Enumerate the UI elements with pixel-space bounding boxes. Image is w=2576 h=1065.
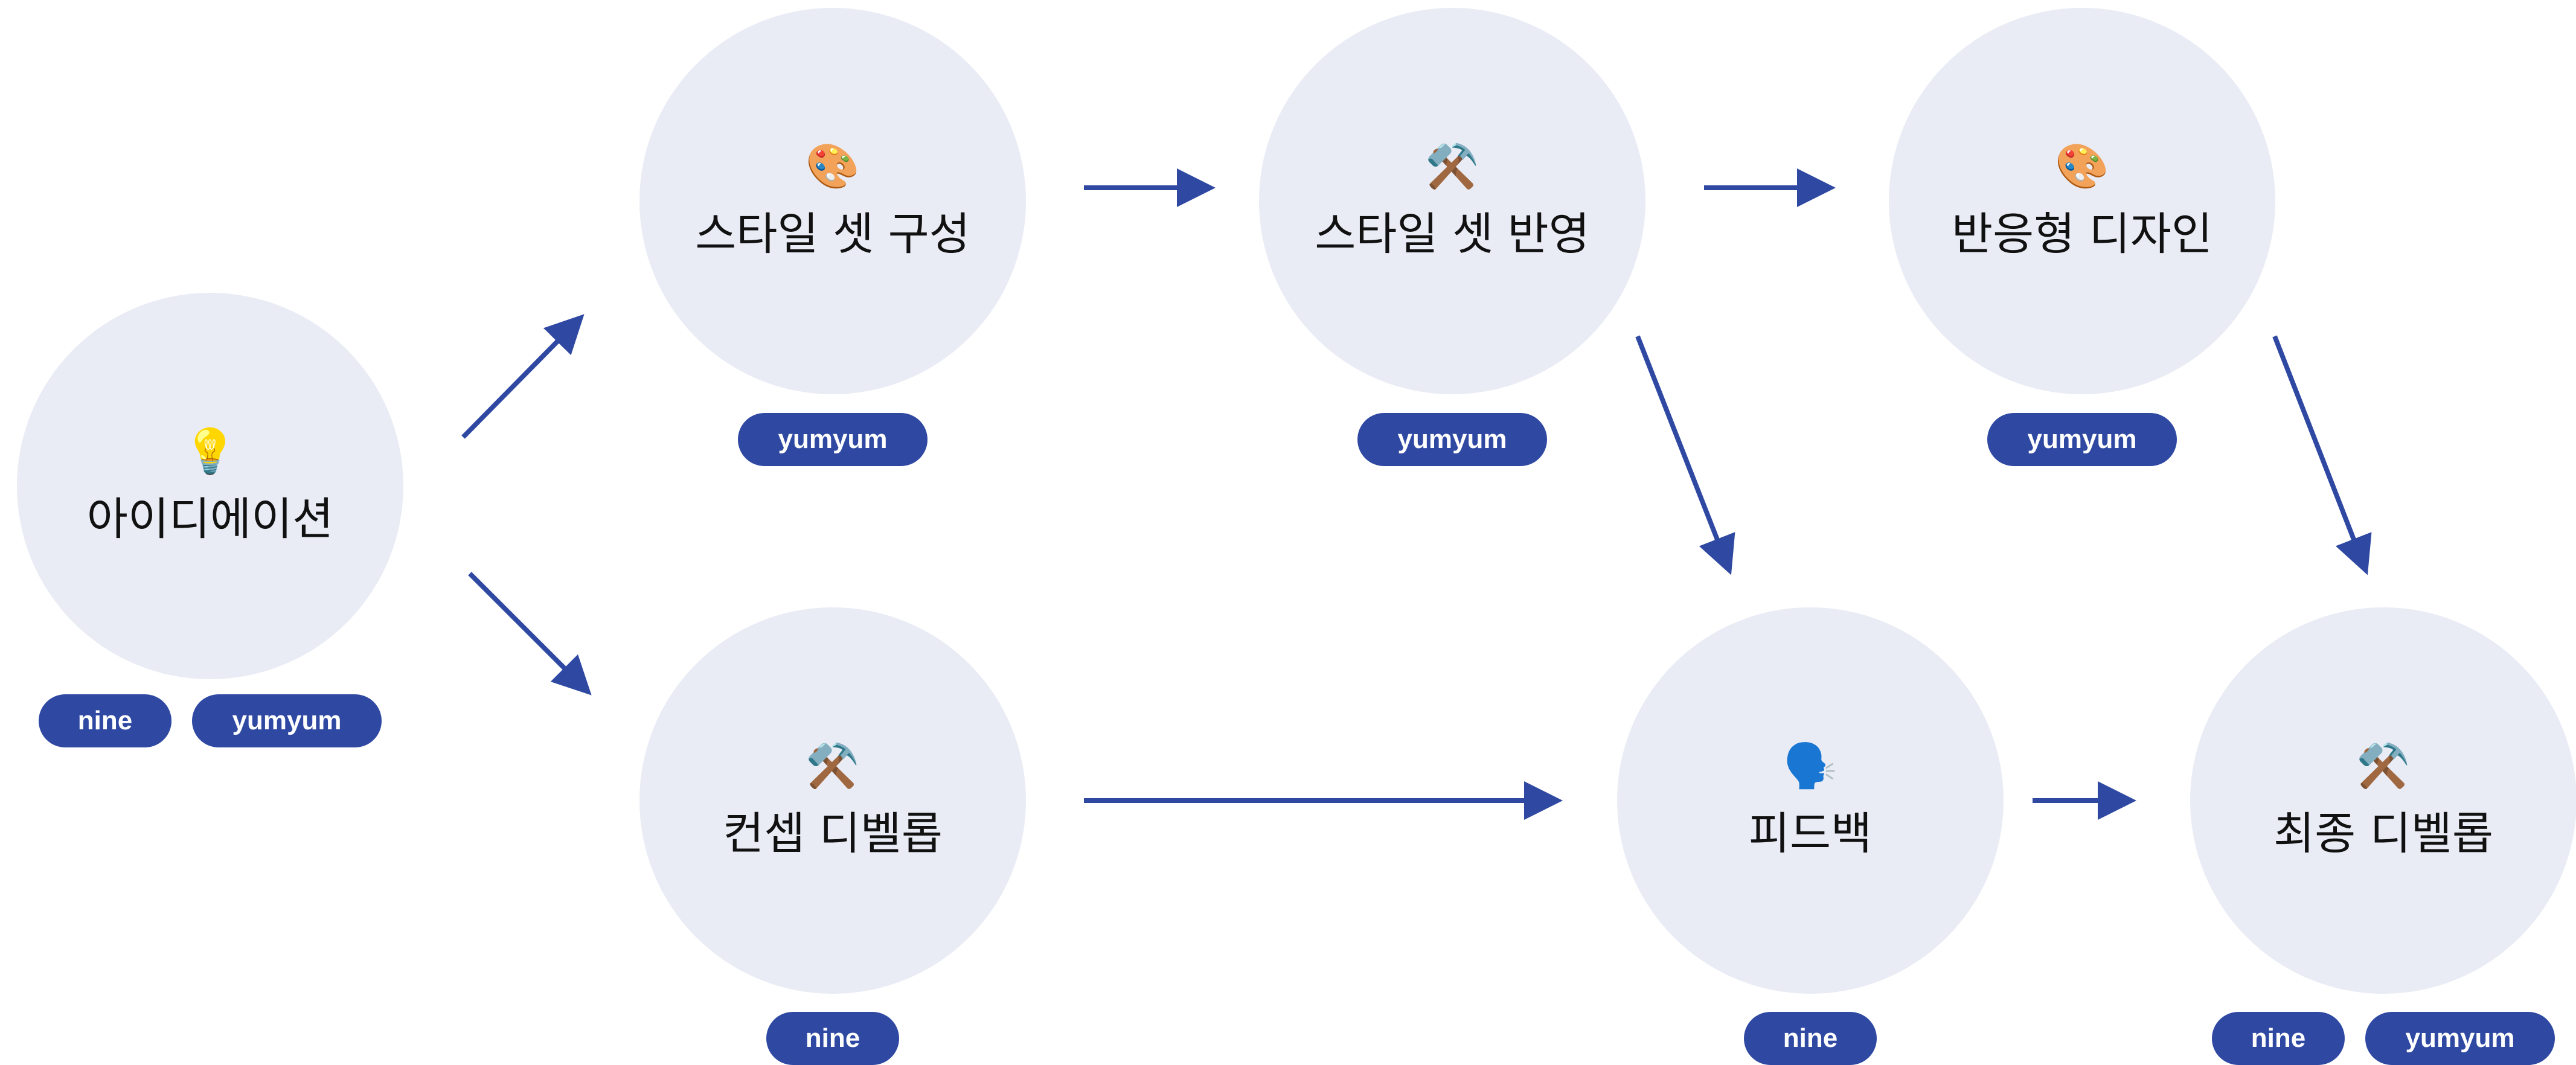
node-style-set-apply: ⚒️ 스타일 셋 반영 bbox=[1259, 8, 1645, 394]
hammer-pick-icon: ⚒️ bbox=[1425, 140, 1479, 191]
assignee-badges-final-develop: nine yumyum bbox=[2212, 1012, 2555, 1065]
node-style-set-compose: 🎨 스타일 셋 구성 bbox=[639, 8, 1026, 394]
node-responsive-design: 🎨 반응형 디자인 bbox=[1889, 8, 2275, 394]
assignee-badge-yumyum: yumyum bbox=[1987, 413, 2177, 466]
palette-icon: 🎨 bbox=[806, 140, 860, 191]
assignee-badges-ideation: nine yumyum bbox=[39, 694, 382, 747]
assignee-badges-concept-develop: nine bbox=[766, 1012, 899, 1065]
arrow-ideation-to-concept-develop bbox=[468, 572, 592, 696]
assignee-badge-nine: nine bbox=[39, 694, 171, 747]
arrow-responsive-design-to-final-develop bbox=[2272, 335, 2372, 575]
node-concept-develop: ⚒️ 컨셉 디벨롭 bbox=[639, 607, 1026, 994]
node-label: 스타일 셋 구성 bbox=[695, 208, 970, 260]
node-final-develop: ⚒️ 최종 디벨롭 bbox=[2190, 607, 2576, 994]
node-label: 컨셉 디벨롭 bbox=[723, 807, 943, 860]
assignee-badge-yumyum: yumyum bbox=[2365, 1012, 2555, 1065]
assignee-badge-yumyum: yumyum bbox=[1357, 413, 1547, 466]
node-ideation: 💡 아이디에이션 bbox=[17, 293, 403, 679]
assignee-badge-yumyum: yumyum bbox=[192, 694, 382, 747]
assignee-badges-feedback: nine bbox=[1744, 1012, 1877, 1065]
node-label: 아이디에이션 bbox=[86, 493, 334, 545]
node-label: 스타일 셋 반영 bbox=[1315, 208, 1590, 260]
arrow-ideation-to-style-set-compose bbox=[461, 314, 585, 439]
speaking-head-icon: 🗣️ bbox=[1783, 740, 1837, 791]
hammer-pick-icon: ⚒️ bbox=[2356, 740, 2411, 791]
node-label: 반응형 디자인 bbox=[1951, 208, 2212, 260]
arrow-style-set-apply-to-feedback bbox=[1635, 335, 1735, 575]
node-feedback: 🗣️ 피드백 bbox=[1617, 607, 2004, 994]
assignee-badge-nine: nine bbox=[1744, 1012, 1877, 1065]
node-label: 최종 디벨롭 bbox=[2273, 807, 2493, 860]
assignee-badges-responsive-design: yumyum bbox=[1987, 413, 2177, 466]
palette-icon: 🎨 bbox=[2055, 140, 2109, 191]
assignee-badge-nine: nine bbox=[766, 1012, 899, 1065]
hammer-pick-icon: ⚒️ bbox=[806, 740, 860, 791]
assignee-badges-style-set-compose: yumyum bbox=[738, 413, 928, 466]
node-label: 피드백 bbox=[1748, 807, 1873, 860]
assignee-badges-style-set-apply: yumyum bbox=[1357, 413, 1547, 466]
lightbulb-icon: 💡 bbox=[183, 425, 237, 476]
assignee-badge-nine: nine bbox=[2212, 1012, 2345, 1065]
assignee-badge-yumyum: yumyum bbox=[738, 413, 928, 466]
